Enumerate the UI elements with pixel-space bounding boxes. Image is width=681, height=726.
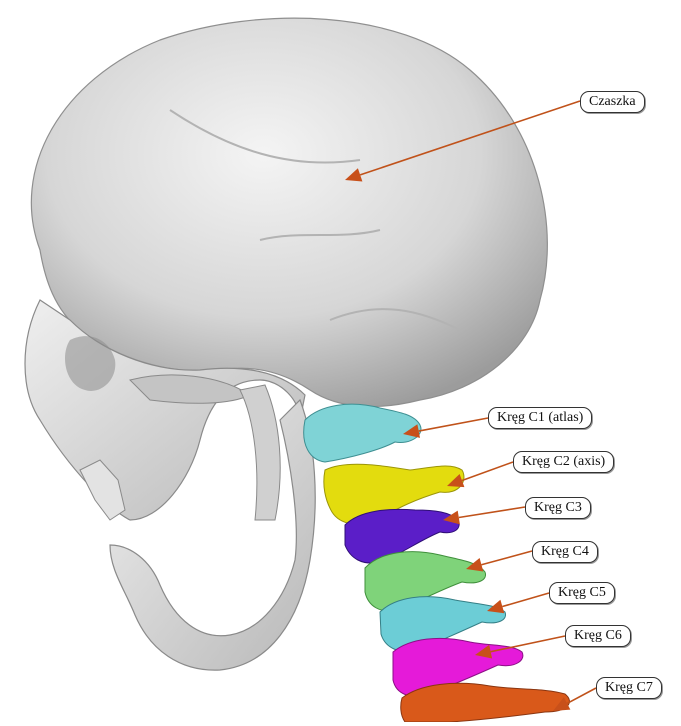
leader-line-c4	[481, 551, 532, 565]
label-skull: Czaszka	[580, 91, 645, 113]
leader-line-c3	[459, 507, 525, 517]
vertebra-c1	[304, 404, 421, 462]
leader-line-c2	[462, 462, 513, 481]
vertebra-c7	[401, 683, 570, 722]
label-c6: Kręg C6	[565, 625, 631, 647]
leader-line-c1	[419, 418, 488, 431]
label-c3: Kręg C3	[525, 497, 591, 519]
label-c2: Kręg C2 (axis)	[513, 451, 614, 473]
leader-line-c5	[502, 593, 549, 607]
label-c7: Kręg C7	[596, 677, 662, 699]
label-c4: Kręg C4	[532, 541, 598, 563]
mandible-ramus	[240, 385, 280, 520]
leader-line-c6	[491, 636, 565, 652]
label-c1: Kręg C1 (atlas)	[488, 407, 592, 429]
label-c5: Kręg C5	[549, 582, 615, 604]
leader-line-c7	[567, 688, 596, 703]
